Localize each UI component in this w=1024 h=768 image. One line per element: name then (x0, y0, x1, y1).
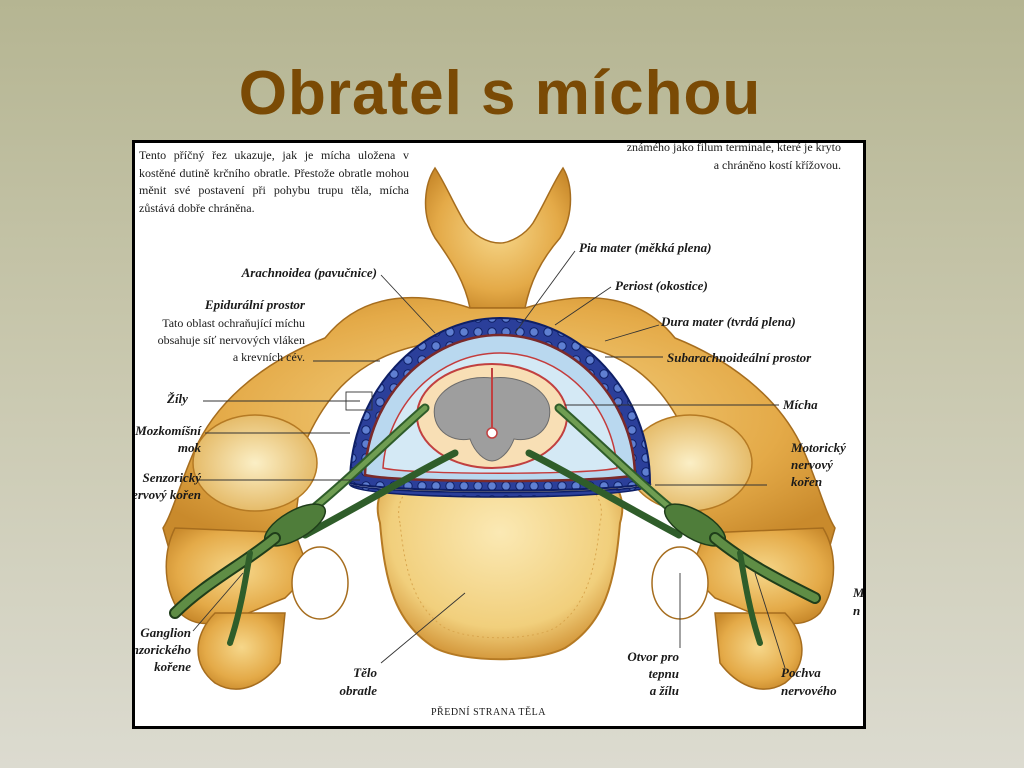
intro-text: Tento příčný řez ukazuje, jak je mícha u… (139, 148, 409, 215)
label-periost: Periost (okostice) (615, 278, 708, 293)
label-nerve-cut-1: M (853, 585, 865, 600)
label-front-side: PŘEDNÍ STRANA TĚLA (431, 707, 546, 718)
label-arachnoidea: Arachnoidea (pavučnice) (241, 265, 377, 280)
label-sensory-root-1: Senzorický (142, 470, 202, 485)
label-spinal-cord: Mícha (783, 397, 818, 412)
label-nerve-cut-2: n (853, 603, 861, 618)
transverse-foramen-left (291, 546, 349, 620)
vertebra-illustration (162, 166, 836, 690)
label-ganglion-3: kořene (154, 659, 191, 674)
label-epidural-space: Epidurální prostor (204, 297, 305, 312)
nerve-roots (290, 403, 694, 539)
label-dura-mater: Dura mater (tvrdá plena) (661, 314, 796, 329)
label-motor-root-1: Motorický (791, 440, 846, 455)
label-foramen-1: Otvor pro (627, 649, 679, 664)
label-motor-root-2: nervový (791, 457, 833, 472)
label-epidural-desc-3: a krevních cév. (232, 350, 305, 364)
label-pia-mater: Pia mater (měkká plena) (579, 240, 712, 255)
vertebra-diagram: Tento příčný řez ukazuje, jak je mícha u… (132, 140, 866, 729)
label-epidural-desc-2: obsahuje síť nervových vláken (157, 333, 305, 347)
label-csf-1: Mozkomíšní (135, 423, 201, 438)
label-motor-root-3: kořen (791, 474, 823, 489)
label-sheath-1: Pochva (781, 665, 821, 680)
label-foramen-2: tepnu (648, 666, 679, 681)
intro-text-right: známého jako filum terminale, které je k… (626, 140, 841, 172)
label-subarachnoid-space: Subarachnoideální prostor (667, 350, 812, 365)
leader-lines (192, 250, 786, 669)
label-vertebral-body-2: obratle (339, 683, 377, 698)
label-csf-2: mok (177, 440, 201, 455)
label-foramen-3: a žílu (649, 683, 679, 698)
label-veins: Žíly (167, 391, 188, 406)
label-ganglion-2: senzorického (132, 642, 191, 657)
label-sensory-root-2: nervový kořen (132, 487, 201, 502)
label-epidural-desc-1: Tato oblast ochraňující míchu (162, 316, 305, 330)
label-vertebral-body-1: Tělo (353, 665, 377, 680)
slide-title: Obratel s míchou (238, 59, 762, 128)
label-sheath-2: nervového (781, 683, 837, 698)
label-ganglion-1: Ganglion (140, 625, 191, 640)
